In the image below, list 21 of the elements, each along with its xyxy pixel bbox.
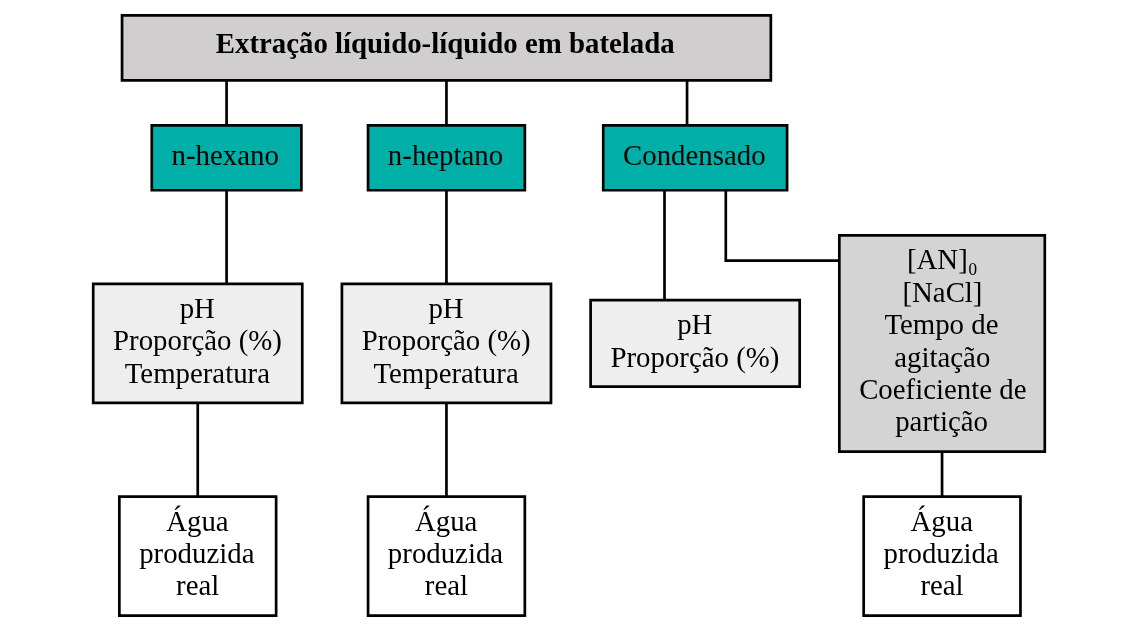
connector — [444, 80, 448, 125]
node-box: n-heptano — [366, 124, 526, 192]
connector — [444, 403, 448, 496]
node-box: pH Proporção (%) Temperatura — [340, 282, 552, 405]
node-box: Água produzida real — [366, 495, 526, 617]
node-box: n-hexano — [149, 124, 303, 192]
node-box: Água produzida real — [861, 495, 1022, 617]
connector — [224, 191, 228, 284]
connector — [444, 191, 448, 284]
connector — [662, 191, 666, 301]
connector — [685, 80, 688, 125]
connector — [940, 451, 943, 497]
node-box: pH Proporção (%) — [588, 298, 801, 389]
node-box: pH Proporção (%) Temperatura — [91, 282, 304, 405]
node-box: Extração líquido-líquido em batelada — [120, 14, 772, 82]
connector — [224, 80, 228, 125]
node-box: Condensado — [601, 124, 788, 192]
node-box: Água produzida real — [117, 495, 277, 617]
node-box: [AN]₀ [NaCl] Tempo de agitação Coeficiente de partição — [837, 233, 1046, 453]
connector — [195, 403, 199, 496]
connector — [723, 190, 839, 262]
